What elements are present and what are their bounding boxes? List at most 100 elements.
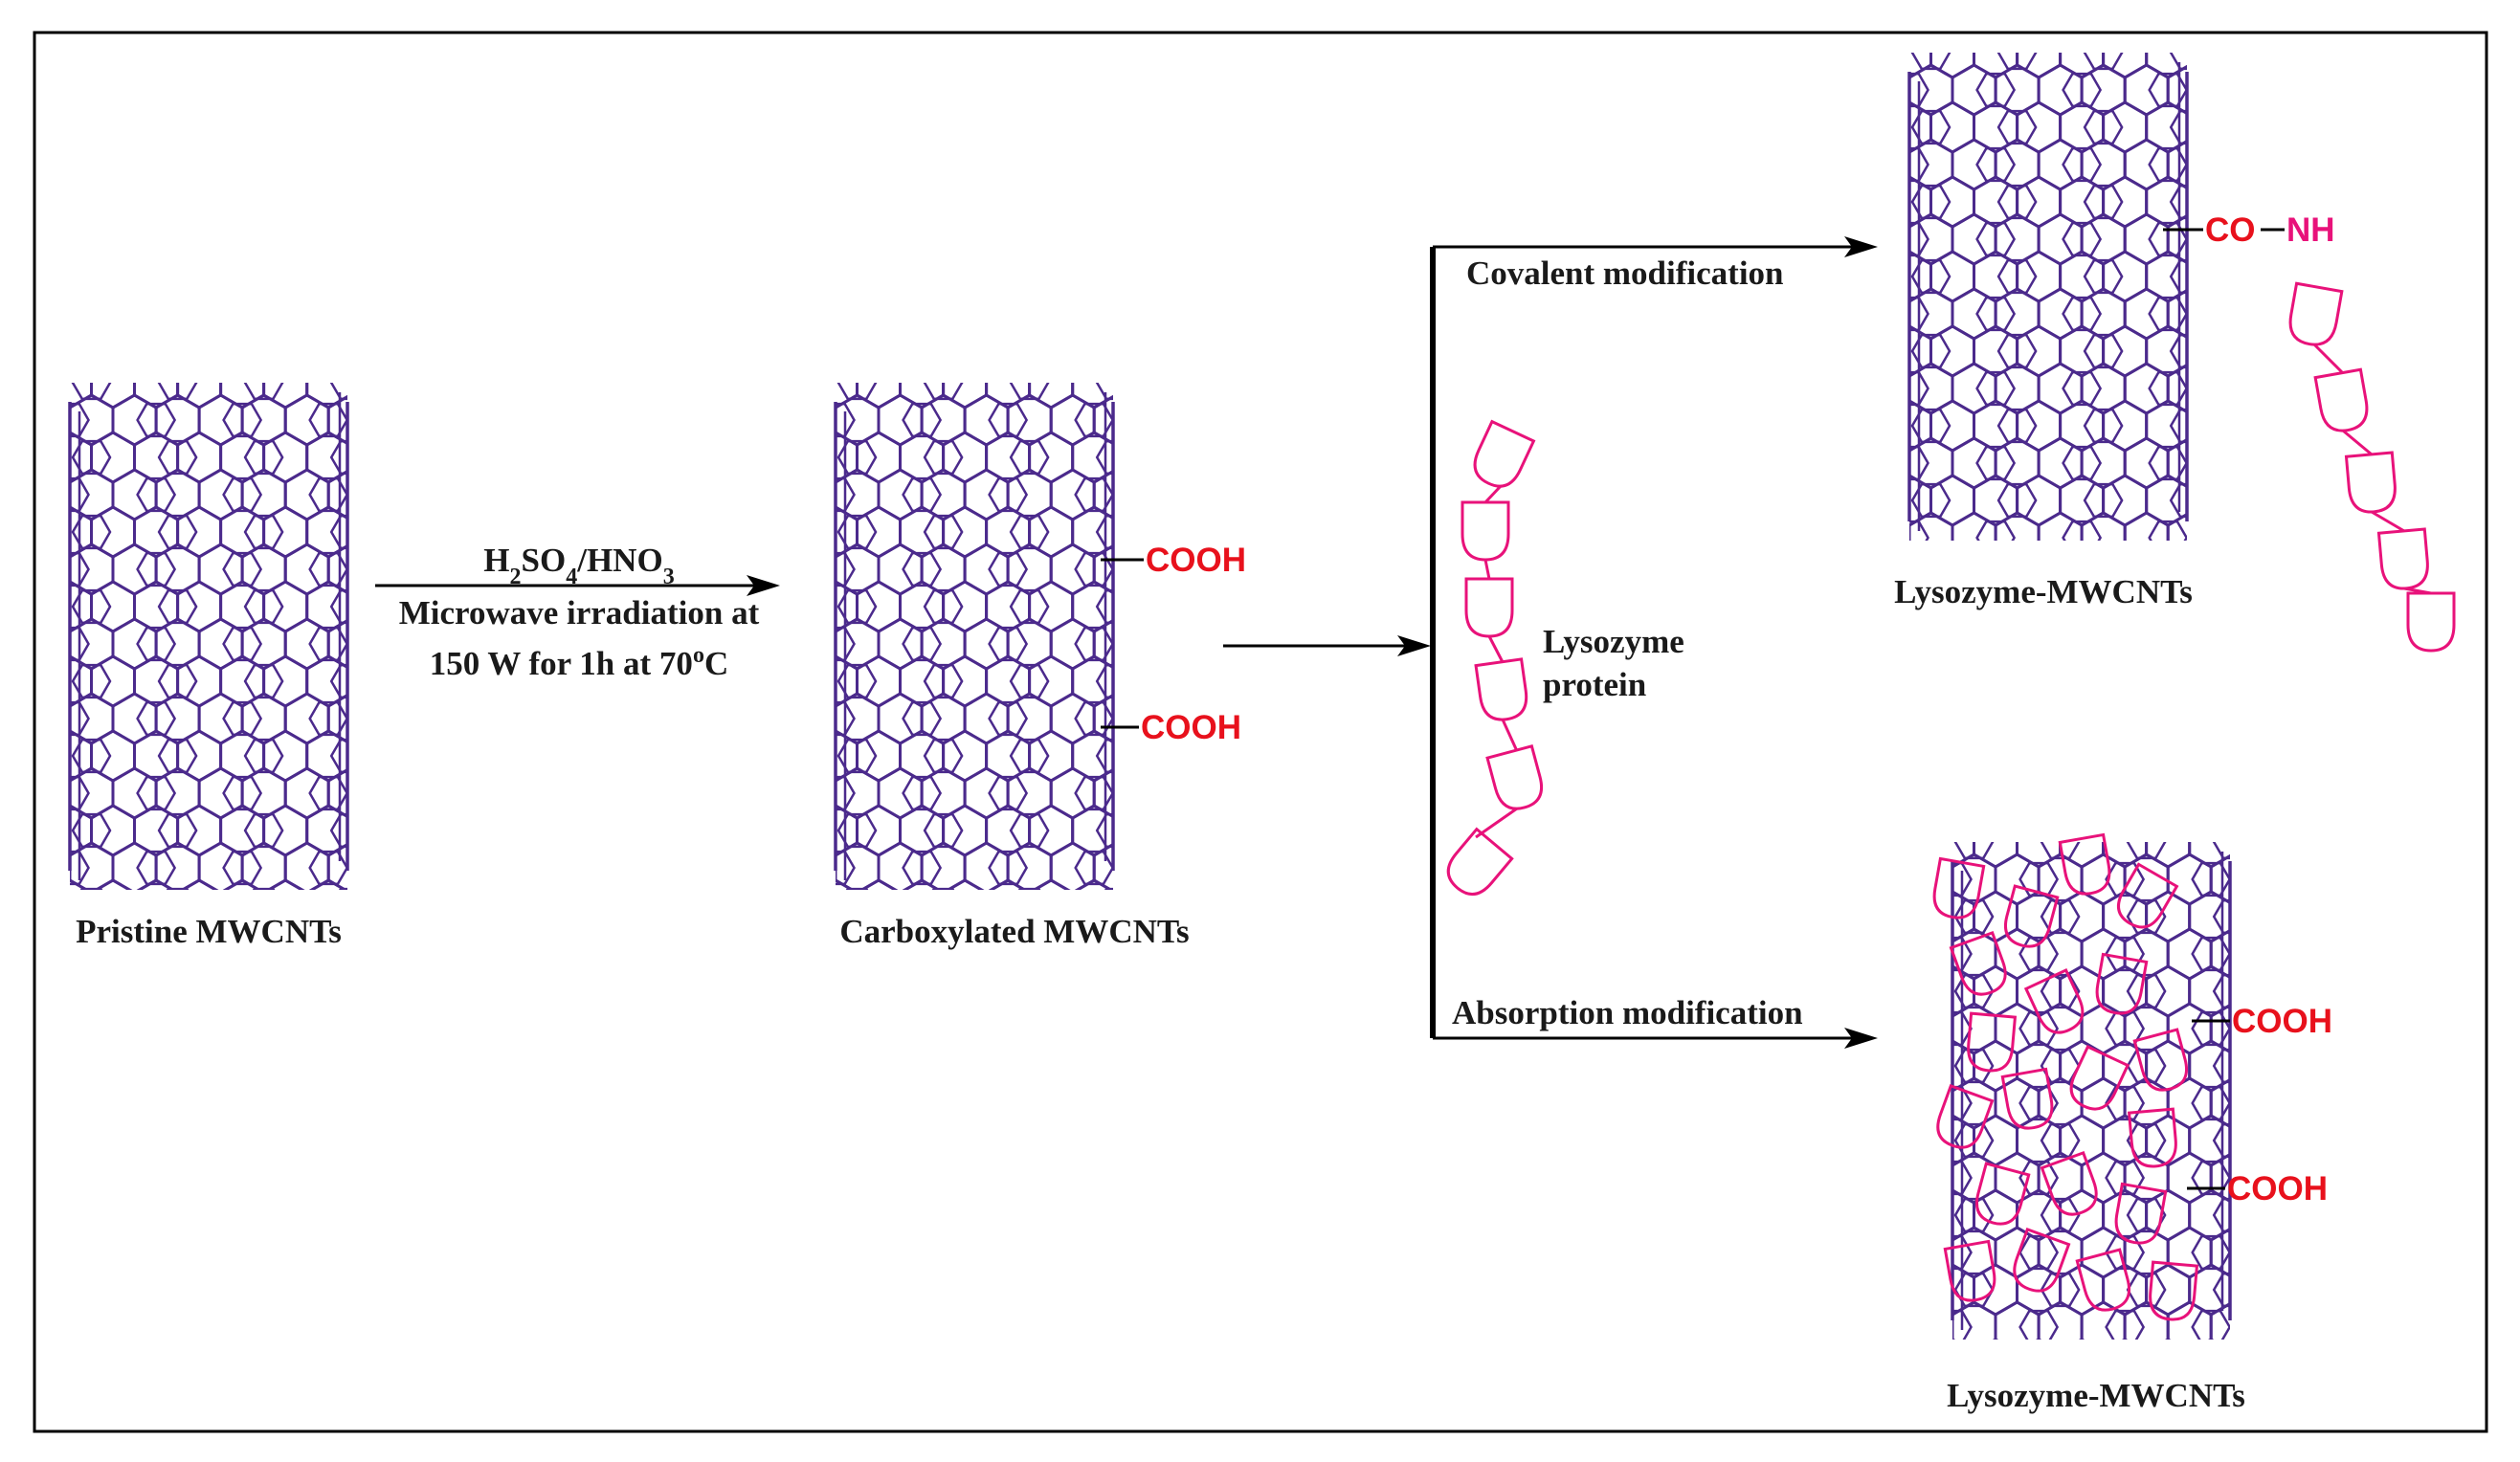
nanotube-icon <box>1951 780 2340 1381</box>
hexagon-cell <box>2211 587 2254 637</box>
svg-text:COOH: COOH <box>2232 1003 2332 1040</box>
hexagon-cell <box>1910 408 1951 444</box>
hexagon-cell <box>1180 395 1223 445</box>
hexagon-cell <box>1159 432 1202 482</box>
hexagon-cell <box>988 850 1029 886</box>
figure-border <box>33 31 2488 1433</box>
hexagon-cell <box>2233 817 2276 867</box>
hexagon-cell <box>2233 892 2276 941</box>
protein-unit <box>1967 1011 2018 1073</box>
hexagon-cell <box>1095 514 1113 550</box>
hexagon-cell <box>2254 65 2297 115</box>
hexagon-cell <box>243 738 284 774</box>
hexagon-cell <box>2083 184 2124 220</box>
hexagon-cell <box>2123 1300 2170 1340</box>
hexagon-cell <box>771 582 814 631</box>
hexagon-cell <box>136 878 176 890</box>
hexagon-cell <box>1162 329 1199 362</box>
protein-unit <box>2040 1150 2098 1216</box>
hexagon-cell <box>2276 817 2319 867</box>
cooh-group-2: COOH <box>1101 709 1241 746</box>
hexagon-cell <box>1952 1163 1954 1192</box>
hexagon-cell <box>2276 1041 2319 1091</box>
protein-unit <box>2344 451 2397 514</box>
hexagon-cell <box>2062 520 2103 541</box>
lysozyme-protein-label-2: protein <box>1543 666 1646 703</box>
hexagon-cell <box>792 918 836 967</box>
hexagon-cell <box>1137 395 1180 445</box>
hexagon-cell <box>1955 1348 1993 1381</box>
protein-unit <box>1949 930 2007 996</box>
hexagon-cell <box>2233 1265 2276 1315</box>
hexagon-cell <box>990 329 1027 362</box>
protein-unit <box>1461 500 1510 562</box>
hexagon-cell <box>2254 780 2297 830</box>
hexagon-cell <box>222 626 263 662</box>
hexagon-cell <box>417 889 455 921</box>
hexagon-cell <box>2212 842 2230 860</box>
hexagon-cell <box>393 432 436 482</box>
hexagon-cell <box>836 663 878 699</box>
hexagon-cell <box>2297 929 2340 979</box>
hexagon-cell <box>71 588 112 625</box>
hexagon-cell <box>2062 370 2103 407</box>
hexagon-cell <box>2233 401 2276 451</box>
covalent-label: Covalent modification <box>1466 255 1784 292</box>
hexagon-cell <box>1845 401 1888 451</box>
hexagon-cell <box>1137 768 1180 818</box>
hexagon-cell <box>2279 1236 2316 1269</box>
nanotube-icon <box>6 321 457 921</box>
svg-text:COOH: COOH <box>2227 1170 2328 1207</box>
protein-unit <box>2095 952 2149 1015</box>
hexagon-cell <box>329 738 347 774</box>
hexagon-cell <box>771 656 814 706</box>
hexagon-cell <box>224 329 261 362</box>
hexagon-cell <box>93 878 133 890</box>
hexagon-cell <box>243 514 284 550</box>
hexagon-cell <box>2254 1228 2297 1277</box>
hexagon-cell <box>1952 1300 1997 1340</box>
hexagon-cell <box>329 663 347 699</box>
hexagon-cell <box>965 321 1008 370</box>
hexagon-cell <box>2126 898 2167 935</box>
protein-unit <box>2116 862 2179 929</box>
hexagon-cell <box>836 853 837 882</box>
hexagon-cell <box>945 878 985 890</box>
reagent-line-3: 150 W for 1h at 70oC <box>430 643 728 682</box>
hexagon-cell <box>2257 484 2294 517</box>
hexagon-cell <box>1953 973 1995 1009</box>
hexagon-cell <box>2254 1078 2297 1128</box>
hexagon-cell <box>1952 940 1954 968</box>
hexagon-cell <box>371 843 414 893</box>
hexagon-cell <box>6 358 49 408</box>
hexagon-cell <box>1952 1014 1954 1043</box>
hexagon-cell <box>6 432 49 482</box>
hexagon-cell <box>1076 329 1113 362</box>
hexagon-cell <box>242 321 285 370</box>
hexagon-cell <box>2123 511 2170 541</box>
hexagon-cell <box>350 432 393 482</box>
hexagon-cell <box>1162 852 1199 884</box>
hexagon-cell <box>2105 1309 2146 1340</box>
hexagon-cell <box>2169 109 2187 145</box>
hexagon-cell <box>417 814 455 847</box>
hexagon-cell <box>396 553 434 586</box>
hexagon-cell <box>70 321 113 370</box>
hexagon-cell <box>2211 289 2254 339</box>
hexagon-cell <box>2039 780 2082 830</box>
hexagon-cell <box>1996 780 2039 830</box>
hexagon-cell <box>2300 826 2337 858</box>
hexagon-cell <box>371 694 414 743</box>
hexagon-cell <box>2169 482 2187 519</box>
hexagon-cell <box>2254 140 2297 189</box>
hexagon-cell <box>1095 663 1113 699</box>
hexagon-cell <box>2190 28 2233 78</box>
hexagon-cell <box>222 700 263 737</box>
reagent-line-1: H2SO4/HNO3 <box>483 542 674 589</box>
hexagon-cell <box>2041 1348 2079 1381</box>
hexagon-cell <box>2037 511 2084 541</box>
hexagon-cell <box>414 768 457 818</box>
hexagon-cell <box>2297 780 2340 830</box>
protein-unit <box>1473 419 1536 488</box>
